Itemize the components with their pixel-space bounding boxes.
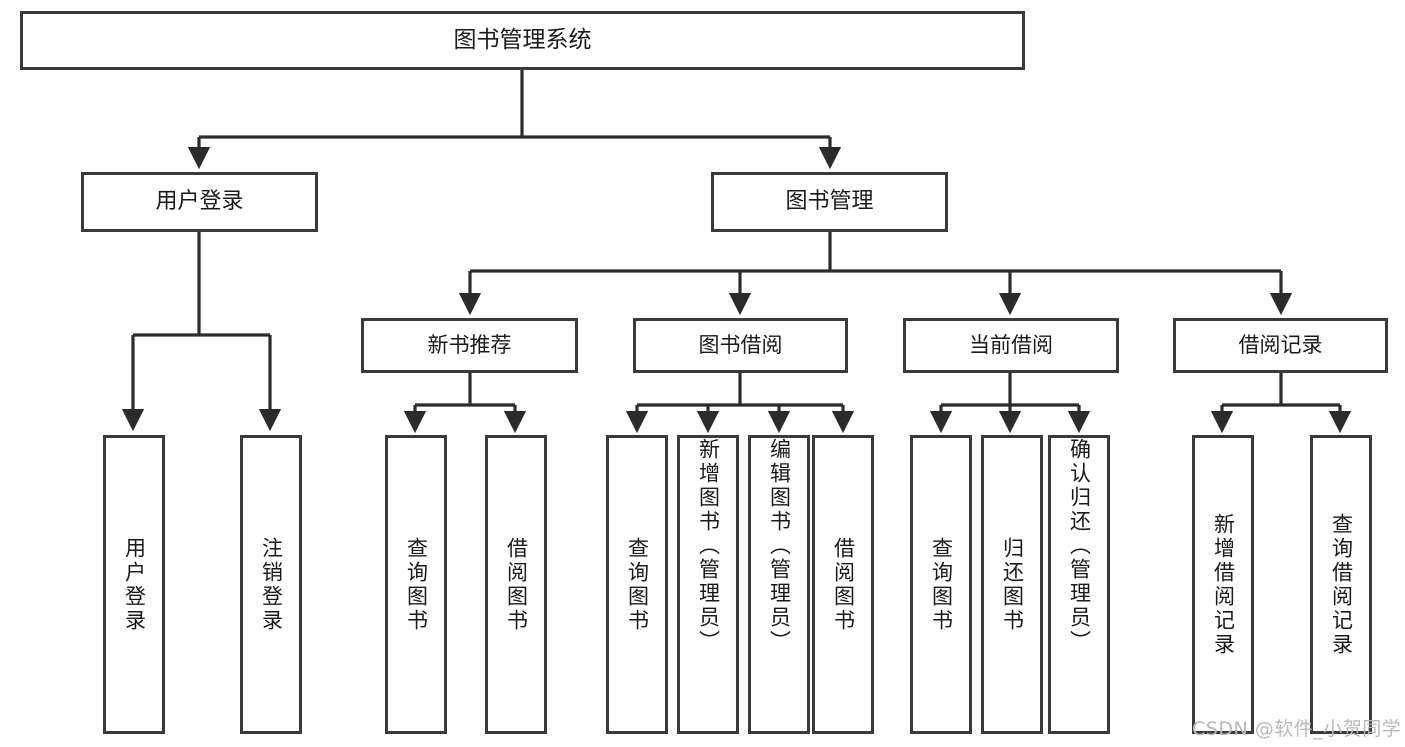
leaf-record-add-record[interactable]: 新增借阅记录 xyxy=(1192,435,1254,734)
node-label: 确认归还（管理员） xyxy=(1067,438,1092,654)
node-book-borrow[interactable]: 图书借阅 xyxy=(633,318,848,373)
node-label: 查询借阅记录 xyxy=(1329,512,1354,657)
leaf-borrow-borrow-book[interactable]: 借阅图书 xyxy=(812,435,874,734)
watermark-text: CSDN @软件_小贺同学 xyxy=(1192,718,1402,740)
leaf-record-query-record[interactable]: 查询借阅记录 xyxy=(1310,435,1372,734)
node-label: 查询图书 xyxy=(929,536,954,633)
node-label: 当前借阅 xyxy=(969,333,1053,358)
node-new-book-recommend[interactable]: 新书推荐 xyxy=(361,318,578,373)
node-label: 借阅图书 xyxy=(831,536,856,633)
node-label: 图书管理系统 xyxy=(453,26,592,53)
node-label: 查询图书 xyxy=(404,536,429,633)
node-label: 归还图书 xyxy=(1000,536,1025,633)
node-label: 注销登录 xyxy=(259,536,284,633)
node-label: 新增借阅记录 xyxy=(1211,512,1236,657)
leaf-current-return-book[interactable]: 归还图书 xyxy=(981,435,1043,734)
node-label: 新增图书（管理员） xyxy=(696,438,721,654)
leaf-recommend-query-book[interactable]: 查询图书 xyxy=(385,435,447,734)
leaf-borrow-query-book[interactable]: 查询图书 xyxy=(606,435,668,734)
node-label: 查询图书 xyxy=(625,536,650,633)
leaf-borrow-edit-book-admin[interactable]: 编辑图书（管理员） xyxy=(748,435,810,734)
node-user-login[interactable]: 用户登录 xyxy=(81,172,318,232)
leaf-borrow-add-book-admin[interactable]: 新增图书（管理员） xyxy=(677,435,739,734)
node-label: 编辑图书（管理员） xyxy=(767,438,792,654)
node-current-borrow[interactable]: 当前借阅 xyxy=(903,318,1119,373)
node-book-management[interactable]: 图书管理 xyxy=(711,172,948,232)
node-root-system[interactable]: 图书管理系统 xyxy=(20,11,1025,70)
node-label: 图书借阅 xyxy=(698,333,783,358)
node-label: 图书管理 xyxy=(785,189,874,215)
node-borrow-record[interactable]: 借阅记录 xyxy=(1173,318,1388,373)
leaf-current-confirm-return-admin[interactable]: 确认归还（管理员） xyxy=(1048,435,1110,734)
node-label: 借阅记录 xyxy=(1238,333,1323,358)
node-label: 借阅图书 xyxy=(504,536,529,633)
leaf-user-login-login[interactable]: 用户登录 xyxy=(103,435,165,734)
leaf-recommend-borrow-book[interactable]: 借阅图书 xyxy=(485,435,547,734)
node-label: 用户登录 xyxy=(122,536,147,633)
node-label: 新书推荐 xyxy=(427,333,512,358)
leaf-current-query-book[interactable]: 查询图书 xyxy=(910,435,972,734)
node-label: 用户登录 xyxy=(155,189,244,215)
leaf-user-login-logout[interactable]: 注销登录 xyxy=(240,435,302,734)
